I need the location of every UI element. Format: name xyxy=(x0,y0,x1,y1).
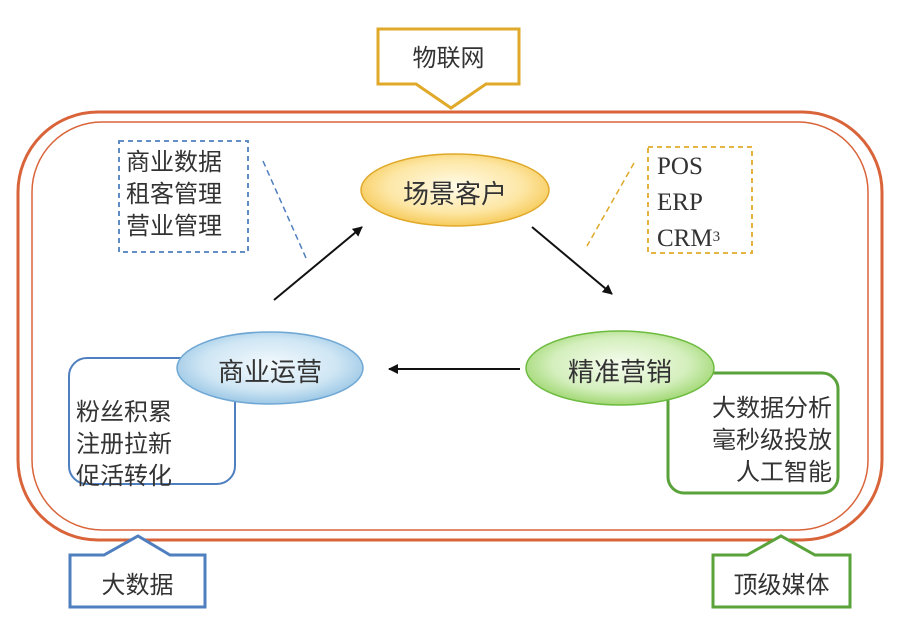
business-data-list: 商业数据 租客管理 营业管理 xyxy=(126,146,222,242)
media-input-arrow xyxy=(711,534,852,609)
list-item: 商业数据 xyxy=(126,148,222,176)
list-item: ERP xyxy=(657,189,703,216)
pos-erp-crm-box xyxy=(647,146,753,254)
fans-list: 粉丝积累 注册拉新 促活转化 xyxy=(76,396,172,492)
analytics-list: 大数据分析 毫秒级投放 人工智能 xyxy=(678,392,832,488)
big-data-input-arrow xyxy=(68,534,207,609)
list-item: 粉丝积累 xyxy=(76,398,172,426)
list-item: 促活转化 xyxy=(76,462,172,490)
node-scene-customer-label: 场景客户 xyxy=(402,180,507,210)
arrow-left-to-top xyxy=(273,226,363,301)
crm-text: CRM xyxy=(657,225,713,252)
list-item: 人工智能 xyxy=(736,458,832,486)
iot-input-arrow xyxy=(376,27,521,110)
analytics-box xyxy=(666,371,840,495)
list-item: 注册拉新 xyxy=(76,430,172,458)
node-business-operation xyxy=(176,331,364,405)
list-item: 租客管理 xyxy=(126,180,222,208)
outer-frame xyxy=(16,110,884,542)
node-business-operation-label: 商业运营 xyxy=(217,358,322,388)
list-item: CRM3 xyxy=(657,221,720,257)
iot-label: 物联网 xyxy=(412,44,485,72)
node-precision-marketing-label: 精准营销 xyxy=(567,358,672,388)
crm-superscript: 3 xyxy=(712,229,721,245)
business-data-box xyxy=(118,140,249,253)
big-data-label: 大数据 xyxy=(101,571,174,599)
node-scene-customer xyxy=(360,153,550,227)
inner-frame xyxy=(31,121,869,531)
media-label: 顶级媒体 xyxy=(733,571,830,599)
list-item: 毫秒级投放 xyxy=(712,426,832,454)
fans-box xyxy=(68,357,236,485)
list-item: POS xyxy=(657,153,703,180)
node-precision-marketing xyxy=(525,330,715,406)
dashed-connector-left xyxy=(262,160,307,259)
arrow-top-to-right xyxy=(531,226,613,295)
dashed-connector-right xyxy=(586,162,635,247)
list-item: 大数据分析 xyxy=(712,394,832,422)
list-item: 营业管理 xyxy=(126,212,222,240)
pos-erp-crm-list: POS ERP CRM3 xyxy=(657,149,720,257)
